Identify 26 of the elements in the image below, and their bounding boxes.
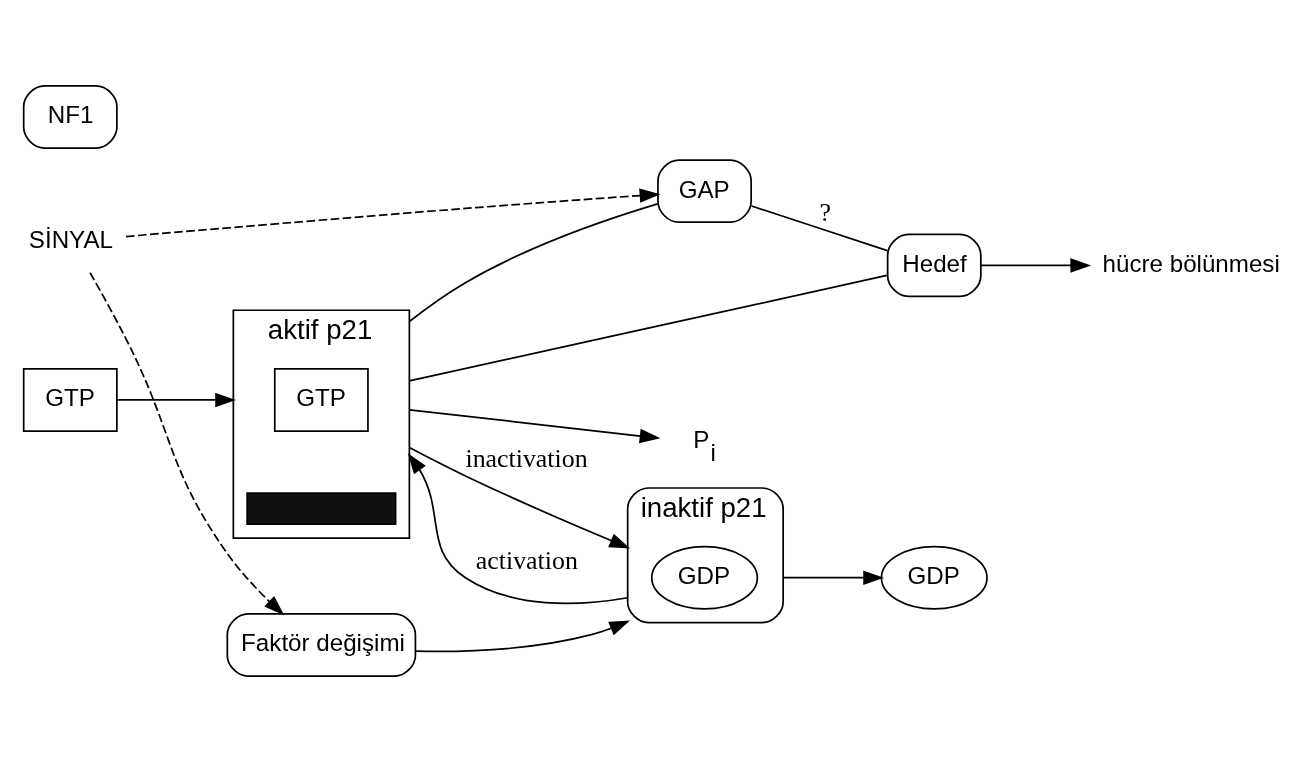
connector — [750, 205, 889, 252]
arrow — [89, 271, 285, 616]
node-box: GTP — [273, 368, 369, 432]
arrow — [125, 188, 661, 238]
node-bar — [246, 492, 397, 526]
arrow — [116, 392, 236, 408]
node-ellipse: GDP — [650, 545, 759, 610]
node-box: Faktör değişimi — [226, 613, 417, 677]
node-box: NF1 — [22, 85, 118, 149]
edge-label: ? — [819, 197, 831, 227]
edge-label: inactivation — [465, 444, 588, 474]
arrow — [980, 258, 1092, 273]
node-text: hücre bölünmesi — [1102, 249, 1280, 277]
arrow — [782, 570, 884, 585]
node-box: GTP — [22, 368, 118, 432]
node-ellipse: GDP — [880, 545, 988, 610]
arrow — [407, 453, 629, 605]
node-box: Hedef — [886, 233, 982, 298]
connector — [408, 274, 888, 382]
arrow — [414, 620, 631, 653]
arrow — [408, 408, 661, 444]
arrow — [408, 446, 631, 549]
connector — [408, 202, 659, 323]
node-box: GAP — [657, 159, 752, 224]
edge-label: activation — [475, 546, 578, 576]
node-text: SİNYAL — [28, 225, 113, 253]
